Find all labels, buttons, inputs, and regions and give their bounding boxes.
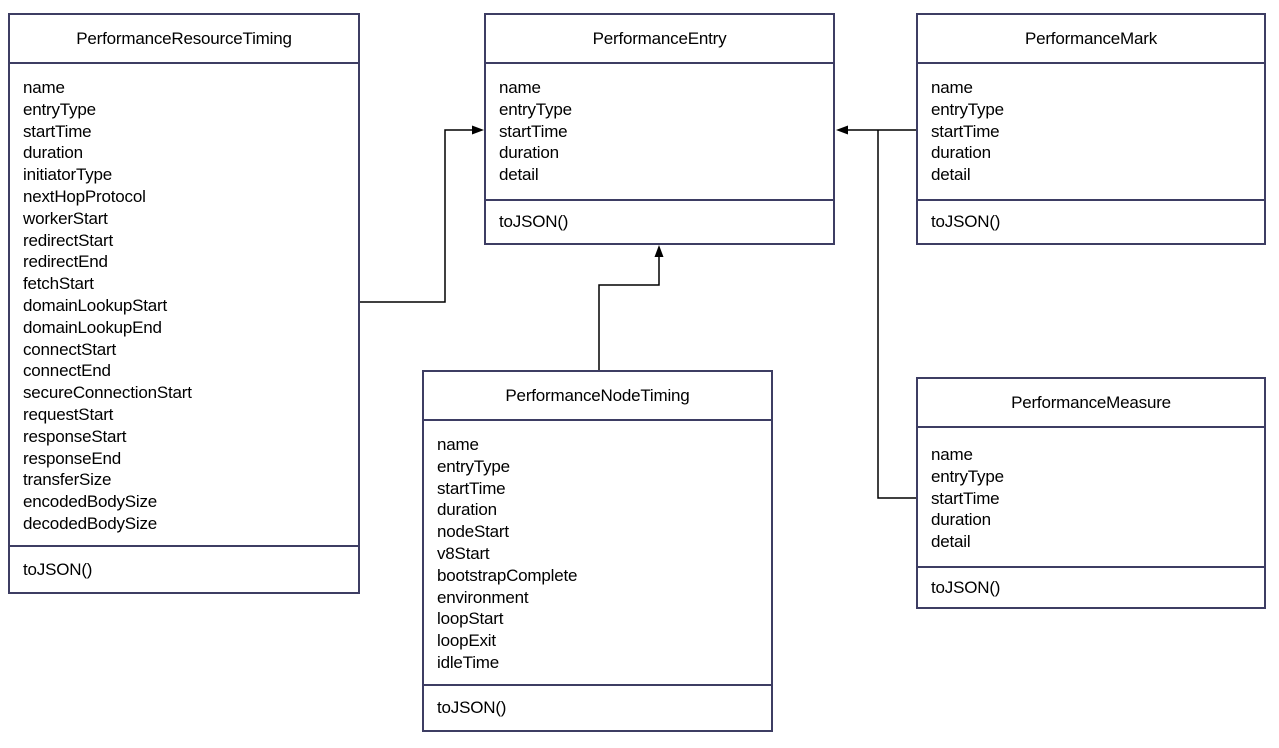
attribute-row: idleTime (437, 652, 500, 672)
attribute-row: connectStart (23, 339, 117, 359)
class-methods: toJSON() (486, 201, 833, 243)
method-row: toJSON() (931, 212, 1001, 232)
attribute-row: name (499, 78, 541, 97)
class-title: PerformanceResourceTiming (10, 15, 358, 64)
attribute-row: v8Start (437, 543, 490, 563)
attribute-row: loopStart (437, 609, 504, 629)
attribute-row: name (23, 78, 65, 97)
attribute-row: startTime (931, 121, 1000, 141)
method-row: toJSON() (437, 698, 507, 718)
attribute-row: startTime (931, 488, 1000, 508)
attribute-row: secureConnectionStart (23, 383, 192, 403)
attribute-row: entryType (437, 456, 510, 476)
attribute-row: name (437, 435, 479, 454)
attribute-row: nodeStart (437, 522, 509, 542)
attribute-row: workerStart (23, 208, 108, 228)
attribute-row: startTime (437, 478, 506, 498)
attribute-row: duration (931, 510, 991, 530)
attribute-row: connectEnd (23, 361, 111, 381)
class-title: PerformanceMeasure (918, 379, 1264, 428)
attribute-row: duration (931, 143, 991, 163)
attribute-row: entryType (931, 466, 1004, 486)
method-row: toJSON() (931, 577, 1001, 597)
arrow-node-timing-to-entry (598, 245, 664, 370)
method-row: toJSON() (23, 559, 93, 579)
attribute-row: startTime (499, 121, 568, 141)
attribute-row: name (931, 78, 973, 97)
class-methods: toJSON() (918, 568, 1264, 607)
attribute-row: nextHopProtocol (23, 186, 146, 206)
attribute-row: transferSize (23, 470, 112, 490)
attribute-row: decodedBodySize (23, 513, 158, 533)
attribute-row: responseStart (23, 426, 127, 446)
attribute-row: entryType (931, 99, 1004, 119)
attribute-row: name (931, 445, 973, 464)
attribute-row: duration (437, 500, 497, 520)
class-methods: toJSON() (918, 201, 1264, 243)
attribute-row: duration (23, 143, 83, 163)
attribute-row: detail (499, 165, 539, 185)
arrow-measure-to-entry (877, 130, 916, 499)
class-methods: toJSON() (424, 686, 771, 730)
attribute-row: entryType (499, 99, 572, 119)
attribute-row: domainLookupEnd (23, 317, 162, 337)
arrow-mark-to-entry (836, 125, 916, 135)
attribute-row: encodedBodySize (23, 492, 158, 512)
attribute-row: initiatorType (23, 165, 113, 185)
attribute-row: fetchStart (23, 274, 94, 294)
attribute-row: detail (931, 532, 971, 552)
attribute-row: startTime (23, 121, 92, 141)
class-title: PerformanceMark (918, 15, 1264, 64)
attribute-row: responseEnd (23, 448, 121, 468)
attribute-row: redirectStart (23, 230, 113, 250)
attribute-row: redirectEnd (23, 252, 108, 272)
attribute-row: duration (499, 143, 559, 163)
class-title: PerformanceNodeTiming (424, 372, 771, 421)
attribute-row: loopExit (437, 631, 496, 651)
attribute-row: bootstrapComplete (437, 565, 578, 585)
attribute-row: environment (437, 587, 529, 607)
attribute-row: requestStart (23, 404, 114, 424)
attribute-row: domainLookupStart (23, 295, 168, 315)
class-title: PerformanceEntry (486, 15, 833, 64)
attribute-row: detail (931, 165, 971, 185)
class-methods: toJSON() (10, 547, 358, 592)
arrow-resource-timing-to-entry (360, 125, 484, 303)
method-row: toJSON() (499, 212, 569, 232)
attribute-row: entryType (23, 99, 96, 119)
